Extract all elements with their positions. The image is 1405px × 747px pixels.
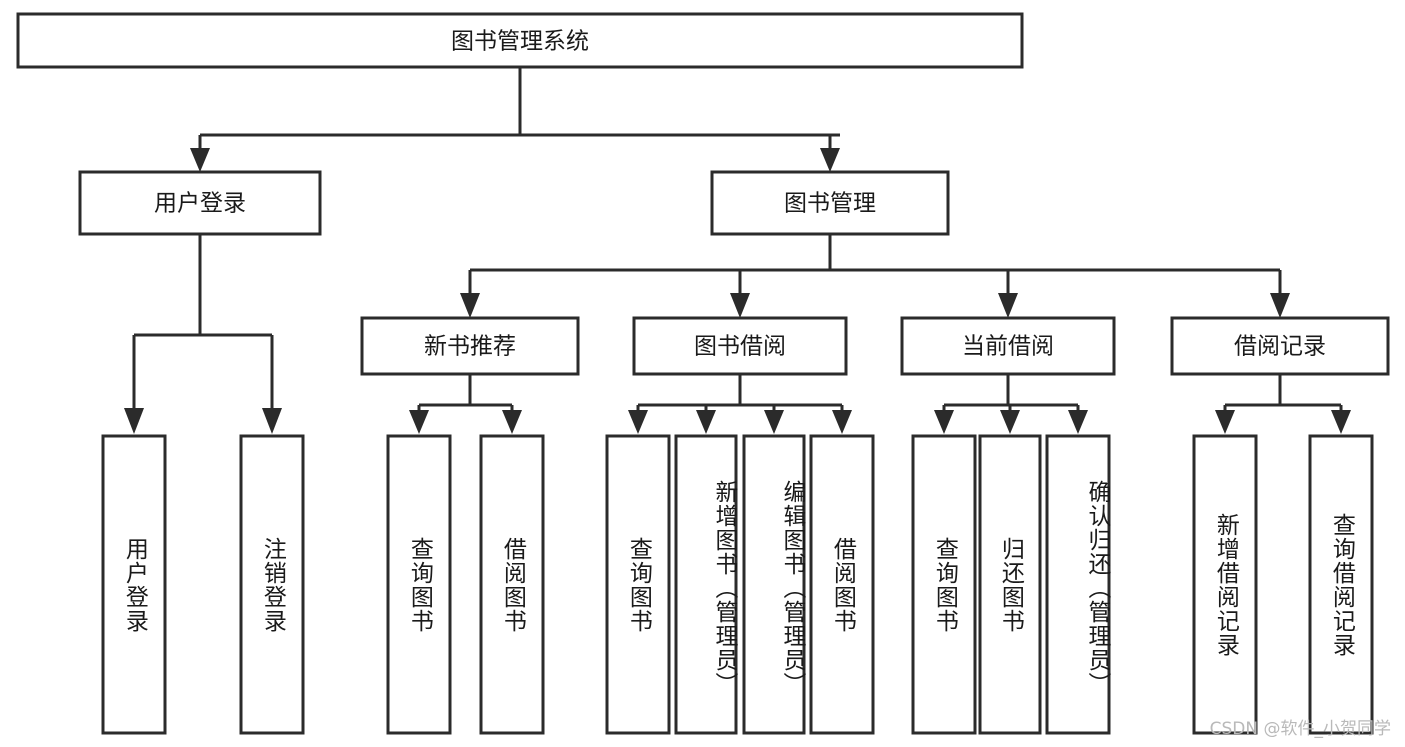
node-root-label: 图书管理系统 xyxy=(451,29,589,55)
node-borrow-record-label: 借阅记录 xyxy=(1234,334,1326,360)
leaf-rect-query-book-1[interactable] xyxy=(386,434,452,735)
node-user-login-label: 用户登录 xyxy=(154,191,246,217)
connector-bookborrow-to-leaves xyxy=(628,374,852,434)
leaf-rect-return-book[interactable] xyxy=(978,434,1042,735)
node-user-login[interactable]: 用户登录 xyxy=(78,170,322,236)
leaf-rect-query-book-2[interactable] xyxy=(605,434,671,735)
leaf-rect-query-record[interactable] xyxy=(1308,434,1374,735)
connector-currentborrow-to-leaves xyxy=(934,374,1088,434)
leaf-rects xyxy=(101,434,1374,735)
node-book-management-label: 图书管理 xyxy=(784,191,876,217)
connector-userlogin-to-leaves xyxy=(124,234,282,434)
leaf-rect-edit-book[interactable] xyxy=(742,434,806,735)
node-new-book-recommend[interactable]: 新书推荐 xyxy=(360,316,580,376)
node-current-borrow-label: 当前借阅 xyxy=(962,334,1054,360)
node-book-borrow[interactable]: 图书借阅 xyxy=(632,316,848,376)
node-root[interactable]: 图书管理系统 xyxy=(16,12,1024,69)
leaf-rect-add-book[interactable] xyxy=(674,434,738,735)
connector-root-to-level2 xyxy=(190,67,840,172)
connector-bookmgmt-to-level3 xyxy=(460,234,1290,318)
node-book-borrow-label: 图书借阅 xyxy=(694,334,786,360)
node-borrow-record[interactable]: 借阅记录 xyxy=(1170,316,1390,376)
node-new-book-recommend-label: 新书推荐 xyxy=(424,334,516,360)
connector-newbook-to-leaves xyxy=(409,374,522,434)
leaf-rect-borrow-book-2[interactable] xyxy=(809,434,875,735)
connector-borrowrecord-to-leaves xyxy=(1215,374,1351,434)
leaf-rect-user-login[interactable] xyxy=(101,434,167,735)
leaf-rect-borrow-book-1[interactable] xyxy=(479,434,545,735)
leaf-rect-query-book-3[interactable] xyxy=(911,434,977,735)
leaf-rect-confirm-return[interactable] xyxy=(1045,434,1111,735)
node-book-management[interactable]: 图书管理 xyxy=(710,170,950,236)
node-current-borrow[interactable]: 当前借阅 xyxy=(900,316,1116,376)
leaf-rect-logout-login[interactable] xyxy=(239,434,305,735)
watermark: CSDN @软件_小贺同学 xyxy=(1209,719,1391,739)
leaf-rect-add-record[interactable] xyxy=(1192,434,1258,735)
